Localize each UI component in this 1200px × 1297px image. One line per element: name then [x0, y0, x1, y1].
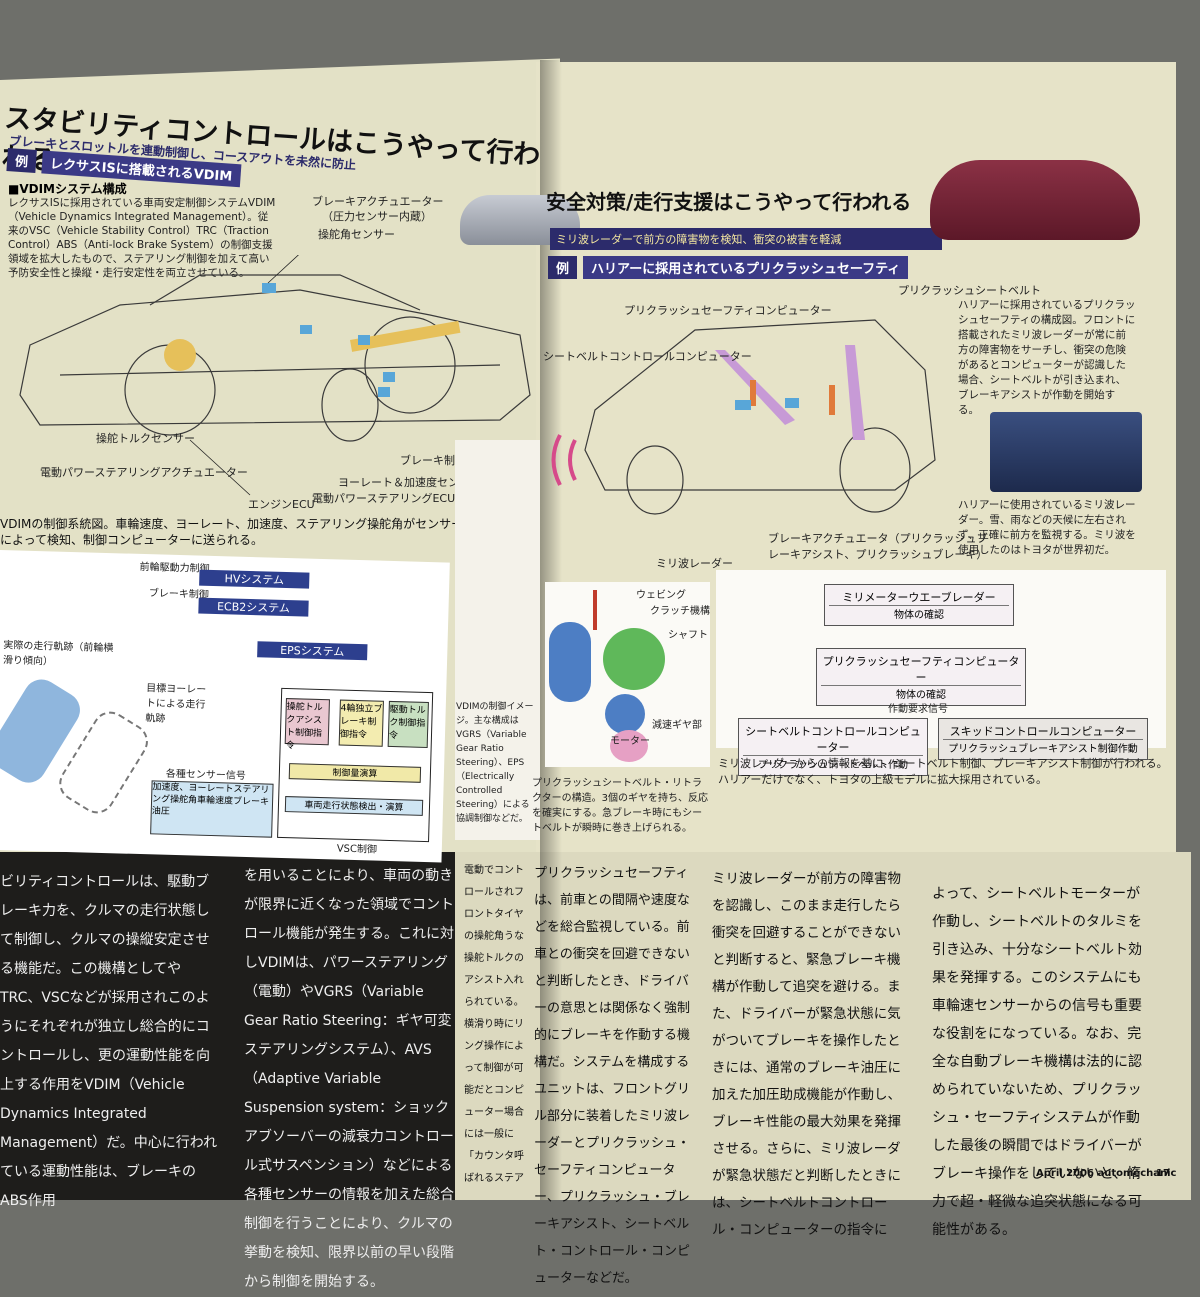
flow-belt: シートベルトコントロールコンピューター プリクラッシュシートベルト作動 — [738, 718, 928, 776]
label-torque-sensor: 操舵トルクセンサー — [96, 432, 195, 445]
right-subtitle: ミリ波レーダーで前方の障害物を検知、衝突の被害を軽減 — [550, 228, 942, 250]
harrier-photo — [930, 160, 1140, 240]
retractor-caption: プリクラッシュシートベルト・リトラクターの構造。3個のギヤを持ち、反応を確実にす… — [532, 778, 708, 834]
ctrl-vsc: VSC制御 — [336, 843, 378, 856]
flow-radar: ミリメーターウエーブレーダー 物体の確認 — [824, 584, 1014, 626]
flow-signal: 作動要求信号 — [888, 704, 948, 715]
middle-strip-caption: VDIMの制御イメージ。主な構成はVGRS（Variable Gear Rati… — [456, 702, 534, 824]
flow-radar-label: ミリメーターウエーブレーダー — [842, 591, 996, 604]
right-column-3: よって、シートベルトモーターが作動し、シートベルトのタルミを引き込み、十分なシー… — [932, 886, 1142, 1238]
diagram-caption: VDIMの制御系統図。車輪速度、ヨーレート、加速度、ステアリング操舵角がセンサー… — [0, 517, 464, 547]
retractor-clutch: クラッチ機構 — [650, 606, 710, 617]
right-example-text: ハリアーに採用されているプリクラッシュセーフティ — [583, 256, 909, 279]
retractor-diagram — [545, 582, 710, 767]
clutch-gear-icon — [603, 628, 665, 690]
retractor-webbing: ウェビング — [636, 590, 686, 601]
label-steering-angle: 操舵角センサー — [318, 228, 395, 241]
radar-photo-caption: ハリアーに使用されているミリ波レーダー。雪、雨などの天候に左右されず、正確に前方… — [958, 499, 1136, 556]
box-sensor-list: 加速度、ヨーレートステアリング操舵角車輪速度ブレーキ油圧 — [150, 780, 274, 838]
flow-pcs: プリクラッシュセーフティコンピューター 物体の確認 — [816, 648, 1026, 706]
motor-gear-icon — [610, 730, 648, 762]
pcs-flowchart: ミリメーターウエーブレーダー 物体の確認 プリクラッシュセーフティコンピューター… — [716, 570, 1166, 776]
label-belt-computer: シートベルトコントロールコンピューター — [543, 350, 752, 363]
right-column-1: プリクラッシュセーフティは、前車との間隔や速度などを総合監視している。前車との衝… — [534, 866, 691, 1286]
retractor-shaft: シャフト — [668, 630, 708, 641]
label-yaw-sensor: ヨーレート＆加速度センサー — [338, 476, 481, 489]
flow-belt-action: プリクラッシュシートベルト作動 — [743, 755, 923, 771]
box-steer-assist: 操舵トルクアシスト制御指令 — [284, 698, 330, 751]
right-title: 安全対策/走行支援はこうやって行われる — [546, 190, 912, 214]
retractor-motor: モーター — [610, 736, 650, 747]
harrier-diagram — [551, 319, 936, 515]
flow-pcs-label: プリクラッシュセーフティコンピューター — [822, 655, 1020, 684]
reduction-gear-icon — [605, 694, 645, 734]
label-pcs-belt: プリクラッシュシートベルト — [898, 284, 1041, 297]
right-title-top: 安全対策/走行支援はこうやって行われる — [546, 186, 911, 215]
box-drive-torque: 駆動トルク制御指令 — [387, 700, 429, 749]
right-text-band — [455, 852, 1191, 1200]
right-example-tag: 例 — [548, 256, 578, 279]
ctrl-sensors: 各種センサー信号 — [165, 768, 246, 782]
intro-text: レクサスISに採用されている車両安定制御システムVDIM（Vehicle Dyn… — [8, 197, 276, 279]
flow-belt-label: シートベルトコントロールコンピューター — [745, 725, 921, 754]
ctrl-actual-path: 実際の走行軌跡（前輪横滑り傾向） — [2, 640, 114, 668]
label-eps-ecu: 電動パワーステアリングECU — [312, 492, 456, 505]
right-example-row: 例 ハリアーに採用されているプリクラッシュセーフティ — [548, 256, 909, 279]
flow-skid-action: プリクラッシュブレーキアシスト制御作動 — [943, 739, 1143, 755]
middle-image-strip — [455, 440, 540, 840]
control-schematic: 前輪駆動力制御 HVシステム ブレーキ制御 ECB2システム EPSシステム 実… — [0, 550, 450, 863]
label-pcs-computer: プリクラッシュセーフティコンピューター — [624, 304, 832, 317]
flow-skid-label: スキッドコントロールコンピューター — [949, 725, 1137, 738]
left-column-1: ビリティコントロールは、駆動ブレーキ力を、クルマの走行状態して制御し、クルマの操… — [0, 874, 218, 1209]
flow-detect-2: 物体の確認 — [821, 685, 1021, 701]
vdim-car-diagram — [19, 255, 531, 496]
page-number: 17 — [1156, 1168, 1170, 1179]
label-radar: ミリ波レーダー — [656, 557, 733, 570]
footer-magazine: April 2006 automechanic — [1036, 1168, 1177, 1179]
retractor-motor-icon — [549, 622, 591, 702]
flow-skid: スキッドコントロールコンピューター プリクラッシュブレーキアシスト制御作動 — [938, 718, 1148, 760]
label-eps-actuator: 電動パワーステアリングアクチュエーター — [40, 466, 248, 479]
right-column-2: ミリ波レーダーが前方の障害物を認識し、このまま走行したら衝突を回避することができ… — [712, 871, 901, 1238]
flow-detect-1: 物体の確認 — [829, 605, 1009, 621]
section-heading: ■VDIMシステム構成 — [8, 182, 127, 196]
label-engine-ecu: エンジンECU — [248, 498, 315, 511]
ctrl-target-path: 目標ヨーレートによる走行軌跡 — [145, 683, 207, 725]
label-brake-actuator: ブレーキアクチュエーター — [312, 195, 444, 208]
eps-system-box: EPSシステム — [257, 641, 368, 661]
radar-photo — [990, 412, 1142, 492]
label-brake-actuator-sub: （圧力センサー内蔵） — [322, 210, 432, 223]
right-side-text: ハリアーに採用されているプリクラッシュセーフティの構成図。フロントに搭載されたミ… — [958, 299, 1136, 416]
label-right-brake-actuator: ブレーキアクチュエータ（プリクラッシュブレーキアシスト、プリクラッシュブレーキ） — [768, 532, 988, 561]
ecb-system-box: ECB2システム — [198, 597, 309, 617]
hv-system-box: HVシステム — [199, 569, 310, 589]
retractor-gear: 減速ギヤ部 — [652, 720, 702, 731]
box-brake-control: 4輪独立ブレーキ制御指令 — [338, 699, 384, 747]
webbing-arrow — [593, 590, 597, 630]
right-column-0: 電動でコントロールされフロントタイヤの操舵角うな操舵トルクのアシスト入れられてい… — [464, 865, 524, 1184]
flowchart-caption: ミリ波レーダーからの情報を基に、シートベルト制御、ブレーキアシスト制御が行われる… — [718, 757, 1168, 786]
example-tag: 例 — [6, 148, 37, 173]
left-column-2: を用いることにより、車両の動きが限界に近くなった領域でコントロール機能が発生する… — [244, 868, 454, 1290]
